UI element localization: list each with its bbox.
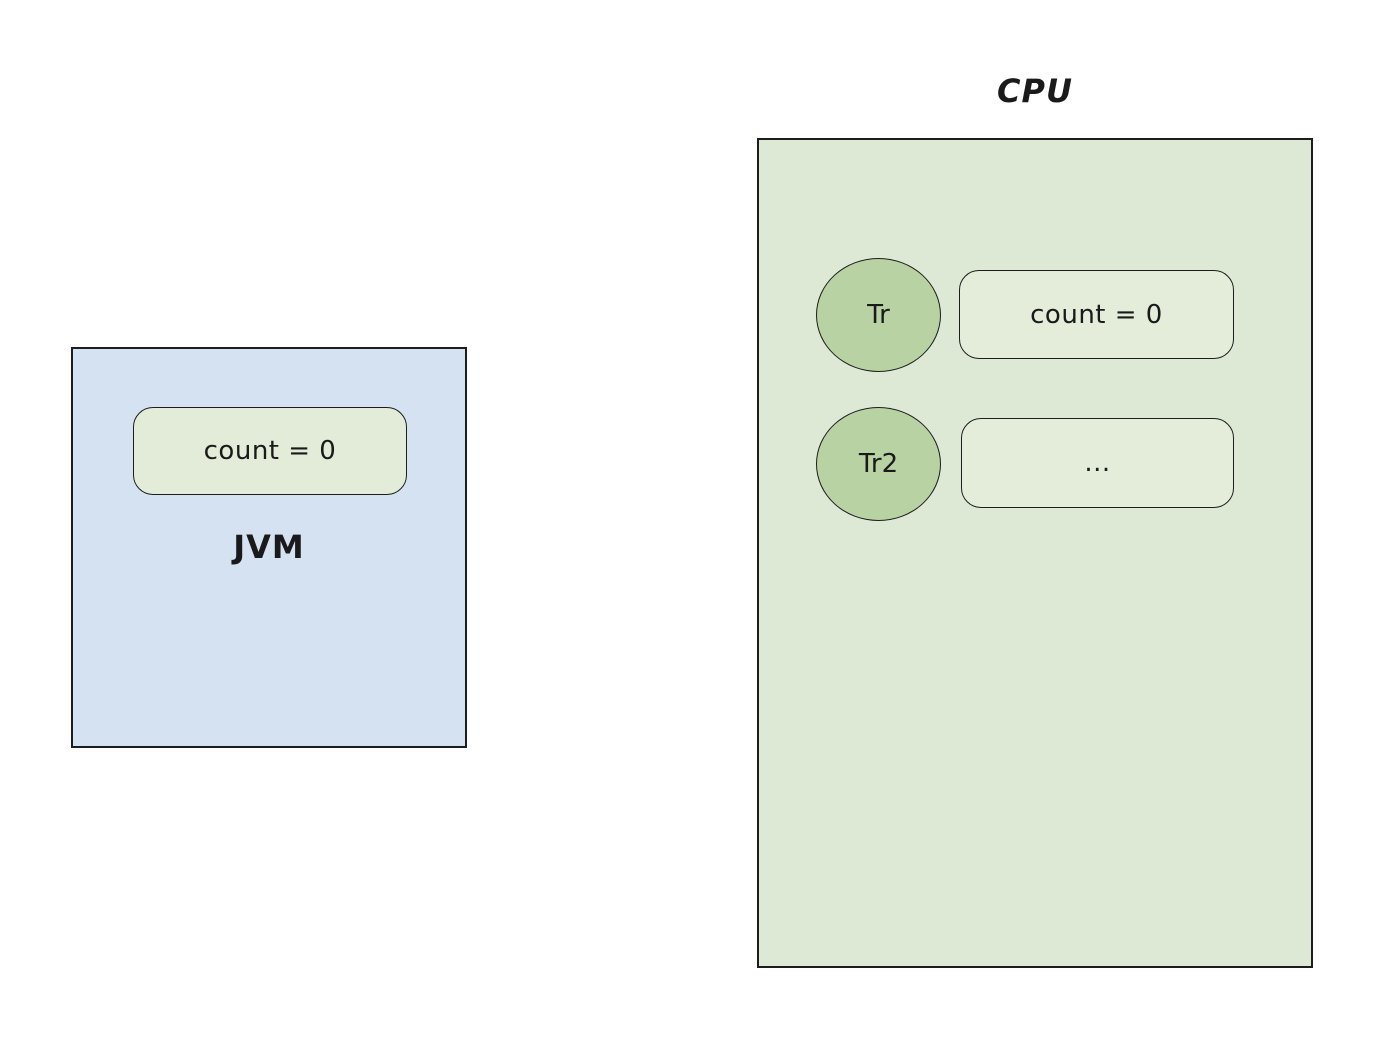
jvm-label: JVM [233,528,305,566]
thread-circle-tr: Tr [816,258,941,372]
jvm-count-text: count = 0 [203,436,337,466]
thread-circle-tr-label: Tr [867,300,890,330]
thread-tr2-slot-text: ... [1084,448,1111,478]
cpu-title: CPU [997,72,1073,110]
thread-circle-tr2-label: Tr2 [858,449,899,479]
thread-tr-count-text: count = 0 [1030,299,1163,330]
thread-tr2-slot-box: ... [961,418,1234,508]
jvm-count-box: count = 0 [133,407,407,495]
thread-tr-count-box: count = 0 [959,270,1234,359]
thread-circle-tr2: Tr2 [816,407,941,521]
jvm-box: count = 0 JVM [71,347,467,748]
cpu-box: Tr count = 0 Tr2 ... [757,138,1313,968]
